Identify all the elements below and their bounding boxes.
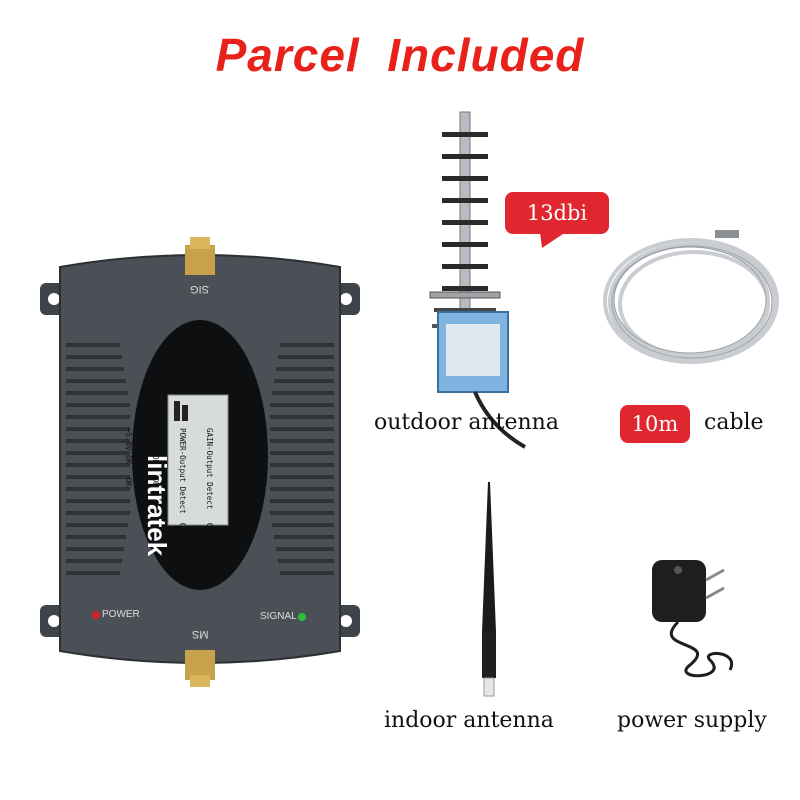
lcd-line: POWER-Output Detect OK bbox=[178, 428, 187, 532]
power-led bbox=[92, 611, 100, 619]
indoor-antenna-caption: indoor antenna bbox=[384, 708, 554, 733]
cable-length-badge: 10m bbox=[620, 405, 690, 443]
sig-port bbox=[185, 245, 215, 275]
power-supply-image bbox=[652, 560, 734, 678]
lcd-line: +5.0V OK OK bbox=[124, 428, 133, 487]
port-top-label: SIG bbox=[190, 283, 209, 295]
signal-label: SIGNAL bbox=[260, 611, 297, 622]
signal-booster-device bbox=[40, 237, 360, 687]
cable-caption: cable bbox=[704, 410, 764, 435]
indoor-antenna-image bbox=[482, 482, 496, 697]
lcd-line: +12V OK OK bbox=[151, 428, 160, 487]
signal-led bbox=[298, 613, 306, 621]
port-bottom-label: MS bbox=[192, 628, 209, 640]
page-title: Parcel Included bbox=[215, 29, 585, 81]
lcd-line: GAIN-Output Detect OK bbox=[205, 428, 214, 532]
cable-coil-image bbox=[603, 230, 779, 364]
power-supply-caption: power supply bbox=[617, 708, 767, 733]
power-label: POWER bbox=[102, 609, 140, 620]
gain-badge: 13dbi bbox=[505, 192, 609, 234]
outdoor-antenna-image bbox=[429, 111, 526, 449]
lcd-text: GAIN-Output Detect OK POWER-Output Detec… bbox=[115, 428, 232, 532]
gain-badge-pointer bbox=[540, 232, 566, 248]
outdoor-antenna-caption: outdoor antenna bbox=[374, 410, 559, 435]
